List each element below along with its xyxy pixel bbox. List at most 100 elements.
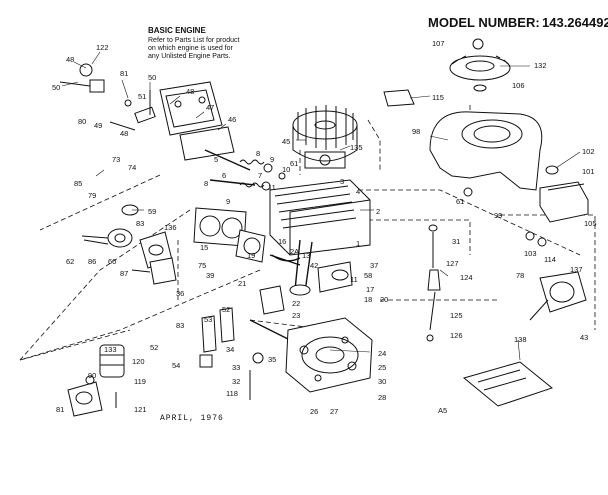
model-number-label: MODEL NUMBER: — [428, 15, 540, 30]
callout-label: 46 — [228, 115, 236, 124]
callout-label: 49 — [94, 121, 102, 130]
callout-label: 132 — [534, 61, 547, 70]
starter-pulley — [449, 38, 511, 92]
callout-label: 105 — [584, 219, 597, 228]
callout-label: 114 — [544, 255, 556, 264]
callout-label: 25 — [378, 363, 386, 372]
callout-label: 59 — [148, 207, 156, 216]
diagram-code: A5 — [438, 406, 447, 415]
rewind-starter — [525, 231, 587, 321]
callout-label: 1 — [356, 239, 360, 248]
callout-label: 45 — [282, 137, 290, 146]
callout-label: 48 — [66, 55, 74, 64]
callout-label: 73 — [112, 155, 120, 164]
callout-label: 135 — [350, 143, 363, 152]
blower-housing — [383, 89, 543, 191]
callout-label: 11 — [350, 275, 358, 284]
callout-label: 35 — [268, 355, 276, 364]
breather-assembly — [59, 63, 235, 161]
callout-label: 78 — [516, 271, 524, 280]
engine-note-line-2: on which engine is used for — [148, 45, 233, 52]
callout-label: 2A — [290, 247, 299, 256]
callout-label: 54 — [172, 361, 180, 370]
flywheel — [292, 105, 358, 169]
callout-label: 6 — [222, 171, 226, 180]
callout-label: 74 — [128, 163, 136, 172]
callout-label: 62 — [66, 257, 74, 266]
callout-label: 87 — [120, 269, 128, 278]
callout-label: 102 — [582, 147, 595, 156]
callout-label: 3 — [340, 177, 344, 186]
model-number-value: 143.264492 — [542, 15, 608, 30]
callout-label: 19 — [247, 251, 255, 260]
callout-label: 90 — [88, 371, 96, 380]
callout-label: 11 — [268, 183, 276, 192]
diagram-date: APRIL, 1976 — [160, 414, 224, 423]
crankshaft-piston — [249, 239, 353, 341]
callout-label: 7 — [258, 171, 262, 180]
callout-label: 79 — [88, 191, 96, 200]
callout-label: 9 — [270, 155, 274, 164]
callout-label: 122 — [96, 43, 109, 52]
callout-label: 32 — [232, 377, 240, 386]
callout-numbers: 50 122 48 81 50 51 49 80 48 48 47 46 73 … — [52, 39, 597, 416]
callout-label: 106 — [512, 81, 525, 90]
callout-label: 51 — [138, 92, 146, 101]
crankcase-sump — [285, 317, 373, 393]
callout-label: 103 — [524, 249, 537, 258]
callout-label: 61 — [290, 159, 298, 168]
callout-label: 52 — [222, 305, 230, 314]
callout-label: 36 — [176, 289, 184, 298]
basic-engine-title: BASIC ENGINE — [148, 26, 206, 35]
callout-label: 4 — [356, 187, 360, 196]
callout-label: 15 — [200, 243, 208, 252]
callout-label: 47 — [206, 103, 214, 112]
engine-note-line-3: any Unlisted Engine Parts. — [148, 53, 231, 60]
callout-label: 48 — [120, 129, 128, 138]
carburetor-assembly — [81, 204, 177, 285]
callout-label: 75 — [198, 261, 206, 270]
callout-label: 124 — [460, 273, 473, 282]
callout-label: 99 — [494, 211, 502, 220]
callout-label: 121 — [134, 405, 147, 414]
callout-label: 27 — [330, 407, 338, 416]
callout-label: 33 — [232, 363, 240, 372]
callout-label: 81 — [120, 69, 128, 78]
callout-label: 83 — [136, 219, 144, 228]
callout-label: 48 — [186, 87, 194, 96]
callout-label: 86 — [88, 257, 96, 266]
callout-label: 127 — [446, 259, 459, 268]
callout-label: 80 — [78, 117, 86, 126]
dipstick-linkage — [426, 187, 473, 342]
callout-label: 10 — [282, 165, 290, 174]
callout-label: 50 — [148, 73, 156, 82]
callout-label: 9 — [226, 197, 230, 206]
callout-label: 39 — [206, 271, 214, 280]
callout-label: 60 — [108, 257, 116, 266]
callout-label: 83 — [176, 321, 184, 330]
callout-label: 42 — [310, 261, 318, 270]
callout-label: 85 — [74, 179, 82, 188]
callout-label: 50 — [52, 83, 60, 92]
callout-label: 125 — [450, 311, 463, 320]
cylinder-block — [193, 179, 371, 263]
valve-train — [204, 149, 286, 191]
callout-label: 16 — [278, 237, 286, 246]
callout-label: 136 — [164, 223, 177, 232]
callout-label: 133 — [104, 345, 117, 354]
callout-label: 81 — [56, 405, 64, 414]
callout-label: 26 — [310, 407, 318, 416]
callout-label: 24 — [378, 349, 386, 358]
callout-label: 107 — [432, 39, 445, 48]
callout-leaders — [61, 51, 581, 361]
callout-label: 37 — [370, 261, 378, 270]
callout-label: 101 — [582, 167, 595, 176]
callout-label: 2 — [376, 207, 380, 216]
callout-label: 52 — [150, 343, 158, 352]
callout-label: 138 — [514, 335, 527, 344]
callout-label: 22 — [292, 299, 300, 308]
callout-label: 98 — [412, 127, 420, 136]
callout-label: 53 — [204, 315, 212, 324]
callout-label: 21 — [238, 279, 246, 288]
